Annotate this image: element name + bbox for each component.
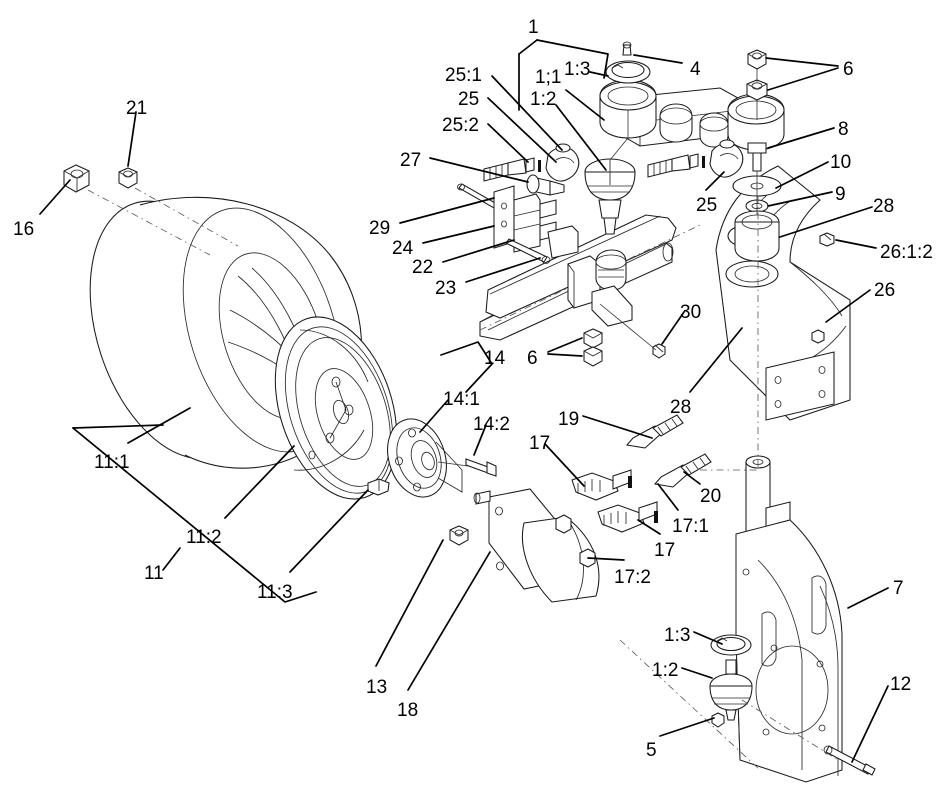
callout-4: 4 [690,59,701,80]
callout-11-2: 11:2 [186,527,222,548]
callout-25: 25 [458,89,480,110]
callout-6-mid: 6 [527,348,538,369]
callout-14-2: 14:2 [473,414,510,435]
callout-25-1: 25:1 [445,65,482,86]
callout-26-1-2: 26:1:2 [880,242,933,263]
callout-1-2-b: 1:2 [652,660,679,681]
callout-11-1: 11:1 [94,452,130,473]
callout-1-3: 1:3 [564,59,591,80]
lower-knuckle-group [735,455,843,783]
hydraulic-fittings-group [555,414,712,568]
callout-1: 1 [528,17,539,38]
callout-24: 24 [392,238,414,259]
callout-12: 12 [890,674,912,695]
tie-rod-right-group [647,139,744,178]
callout-17-b: 17 [654,540,676,561]
callout-14-1: 14:1 [443,389,480,410]
callout-11-3: 11:3 [257,582,293,603]
bolt-8-part [747,142,767,172]
callout-9: 9 [835,184,846,205]
callout-25-mid: 25 [696,195,718,216]
pivot-pin-part [741,699,876,776]
callout-18: 18 [397,700,419,721]
mid-linkage-group [567,249,666,367]
callout-17-2: 17:2 [614,567,651,588]
tire-and-wheel-group [89,196,398,500]
hex-nut-mid-1 [583,328,603,349]
callout-13: 13 [366,677,388,698]
lug-nut-part [63,164,90,193]
callout-17-1: 17:1 [672,516,709,537]
valve-stem-part [367,478,390,496]
callout-26: 26 [874,280,896,301]
callout-22: 22 [412,257,434,278]
callout-16: 16 [13,219,35,240]
hex-nut-top-1 [747,49,767,70]
wheel-hub-group [387,418,463,498]
callout-21: 21 [126,98,148,119]
motor-bolt-part [449,525,469,546]
callout-30: 30 [680,302,702,323]
callout-6-top: 6 [843,59,854,80]
hex-nut-mid-2 [583,346,603,367]
callout-23: 23 [435,278,457,299]
callout-17: 17 [529,433,551,454]
tie-rod-left-group [483,143,580,182]
spacer-bushing-upper [734,210,780,262]
callout-25-2: 25:2 [442,115,479,136]
callout-11: 11 [144,563,164,584]
callout-1-3-b: 1:3 [664,625,691,646]
callout-5: 5 [646,740,657,761]
ball-joint-body-part [584,158,636,235]
wheel-stud-nut-part [118,167,138,189]
callout-28-mid: 28 [670,397,692,418]
nut-30-part [652,343,666,359]
wheel-motor-group [473,488,600,603]
callout-19: 19 [558,409,580,430]
upper-spindle-group [584,41,785,288]
callout-14: 14 [484,348,506,369]
hex-nut-top-2 [746,79,768,101]
callout-10: 10 [830,152,852,173]
hub-bolt-part [465,458,497,477]
callout-1-1: 1;1 [535,67,562,88]
callout-8: 8 [838,119,849,140]
grease-fitting-part [622,41,632,56]
callout-28-top: 28 [873,196,895,217]
sensor-bracket-group [457,183,579,264]
callout-29: 29 [369,218,391,239]
lower-ball-joint-group [619,634,761,771]
bushing-27-part [526,174,565,196]
retaining-ring-part [605,60,651,84]
callout-27: 27 [400,150,422,171]
callout-1-2: 1:2 [530,89,557,110]
callout-20: 20 [700,486,722,507]
callout-7: 7 [893,578,904,599]
